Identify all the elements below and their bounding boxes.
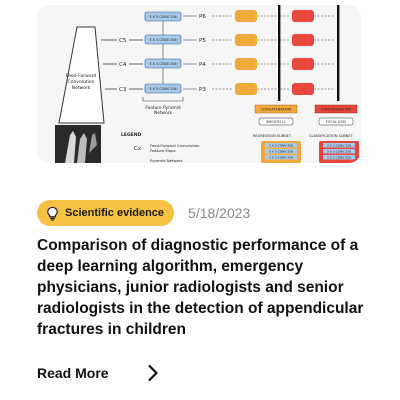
backbone-label-2: Convolution — [68, 79, 95, 85]
fpn-conv-p4: 3 X 3 CONV 256 — [149, 62, 176, 66]
level-c5: C5 — [119, 38, 127, 44]
classification-subnet-label: CLASSIFICATION SUBNET — [309, 134, 354, 138]
fpn-conv-p6: 3 X 3 CONV 256 — [149, 15, 176, 19]
reg-conv-3: 3 X 3 CONV 256 — [269, 156, 293, 160]
legend-ff-2: Feature Maps — [150, 148, 176, 153]
concat-regression: CONCATENATION — [261, 108, 291, 112]
category-label: Scientific evidence — [65, 207, 165, 219]
legend-cx: Cx — [134, 146, 142, 152]
cls-conv-3: 3 X 3 CONV 256 — [327, 156, 351, 160]
category-badge[interactable]: Scientific evidence — [37, 200, 175, 226]
fpn-label-2: Network — [154, 110, 172, 116]
reg-conv-2: 3 X 3 CONV 256 — [269, 150, 293, 154]
backbone-label-1: Feed-Forward — [66, 73, 97, 79]
regression-subnet-label: REGRESSION SUBNET — [253, 134, 292, 138]
concat-classification: CONCATENATION — [321, 108, 351, 112]
output-p6: P6 — [199, 14, 206, 20]
backbone-label-3: Network — [72, 85, 91, 91]
output-p3: P3 — [199, 87, 206, 93]
article-meta: Scientific evidence 5/18/2023 — [37, 199, 250, 227]
output-p5: P5 — [199, 38, 206, 44]
output-p4: P4 — [199, 62, 206, 68]
fpn-label-1: Feature Pyramid — [145, 105, 181, 111]
publish-date: 5/18/2023 — [188, 205, 251, 221]
reg-conv-1: 3 X 3 CONV 256 — [269, 144, 293, 148]
legend-fpn: Pyramid Network — [150, 158, 183, 163]
chevron-right-icon — [147, 364, 159, 382]
smooth-loss: SMOOTH L1 — [266, 120, 286, 124]
level-c3: C3 — [119, 87, 127, 93]
cls-conv-2: 3 X 3 CONV 256 — [327, 150, 351, 154]
focal-loss: FOCAL LOSS — [326, 120, 346, 124]
legend-ff-1: Feed-Forward Convolution — [150, 143, 200, 148]
read-more-link[interactable]: Read More — [37, 361, 159, 385]
cls-conv-1: 3 X 3 CONV 256 — [327, 144, 351, 148]
retinanet-diagram: Feed-Forward Convolution Network C5 C4 C… — [37, 5, 361, 163]
fpn-conv-p3: 3 X 3 CONV 256 — [149, 87, 176, 91]
fpn-conv-p5: 3 X 3 CONV 256 — [149, 38, 176, 42]
lightbulb-icon — [45, 206, 60, 221]
article-figure[interactable]: Feed-Forward Convolution Network C5 C4 C… — [37, 5, 361, 163]
article-title[interactable]: Comparison of diagnostic performance of … — [37, 237, 364, 338]
level-c4: C4 — [119, 62, 127, 68]
legend-title: LEGEND — [121, 132, 141, 138]
read-more-label: Read More — [37, 365, 109, 381]
